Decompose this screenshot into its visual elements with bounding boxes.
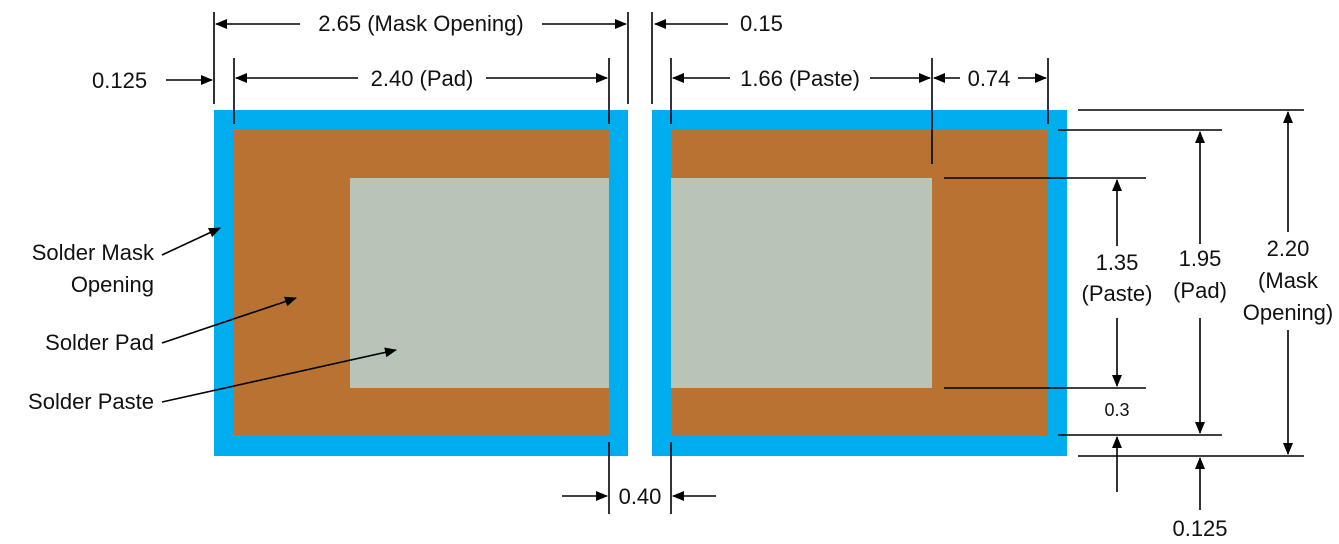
dim-mask-gap: 0.15 [654,11,783,36]
callout-solder-paste: Solder Paste [28,347,397,414]
dim-pad-height-value: 1.95 [1179,246,1222,271]
dim-mask-height-line2: (Mask [1258,268,1319,293]
callout-solder-paste-text: Solder Paste [28,389,154,414]
callout-solder-mask: Solder Mask Opening [32,227,221,297]
right-solder-paste [671,178,932,388]
dim-paste-offset-text: 0.74 [968,66,1011,91]
dim-mask-gap-text: 0.15 [740,11,783,36]
callout-solder-mask-line1: Solder Mask [32,240,155,265]
dim-paste-bottom-offset-text: 0.3 [1104,400,1129,420]
dim-pad-height: 1.95 (Pad) [1173,131,1227,434]
callout-solder-pad-text: Solder Pad [45,330,154,355]
dim-pad-gap: 0.40 [562,442,716,514]
dim-mask-height-value: 2.20 [1267,236,1310,261]
dim-mask-width: 2.65 (Mask Opening) [215,11,627,36]
dim-paste-offset: 0.74 [933,66,1047,91]
dim-paste-height: 1.35 (Paste) [1082,179,1153,387]
top-extension-lines [213,12,1049,164]
dim-paste-width: 1.66 (Paste) [672,66,931,91]
dim-mask-height-line3: Opening) [1243,300,1334,325]
dim-pad-height-label: (Pad) [1173,278,1227,303]
dim-pad-gap-text: 0.40 [619,484,662,509]
dim-mask-margin-left-text: 0.125 [92,68,147,93]
dim-mask-margin-left: 0.125 [92,68,213,93]
callout-solder-mask-line2: Opening [71,272,154,297]
dim-mask-width-text: 2.65 (Mask Opening) [318,11,523,36]
right-extension-lines [944,109,1304,457]
left-solder-paste [350,178,609,388]
dim-pad-width-text: 2.40 (Pad) [371,66,474,91]
dim-paste-height-label: (Paste) [1082,281,1153,306]
dim-pad-width: 2.40 (Pad) [235,66,608,91]
dim-mask-height: 2.20 (Mask Opening) [1243,111,1334,455]
dim-mask-margin-bottom: 0.125 [1172,457,1228,541]
dim-mask-margin-bottom-text: 0.125 [1172,516,1227,539]
dim-paste-height-value: 1.35 [1096,250,1139,275]
dim-paste-width-text: 1.66 (Paste) [740,66,860,91]
callout-solder-pad: Solder Pad [45,296,297,355]
